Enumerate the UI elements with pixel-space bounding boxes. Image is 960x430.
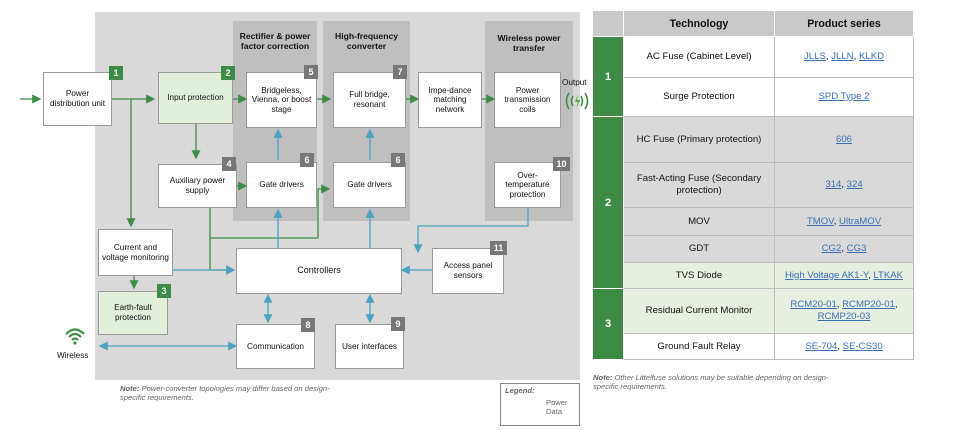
legend-data: Data (546, 407, 563, 416)
block-bridgeless-stage: Bridgeless, Vienna, or boost stage (246, 72, 317, 128)
note-right-prefix: Note: (593, 373, 613, 382)
product-cell: 314, 324 (774, 162, 914, 208)
block-user-interfaces: User interfaces (335, 324, 404, 369)
product-link[interactable]: High Voltage AK1-Y (784, 269, 868, 281)
table-header-product-series: Product series (774, 10, 914, 37)
badge-6a: 6 (300, 153, 314, 167)
product-link[interactable]: SPD Type 2 (818, 91, 870, 102)
block-gate-drivers-1: Gate drivers (246, 162, 317, 208)
block-auxiliary-supply: Auxiliary power supply (158, 164, 237, 208)
badge-11: 11 (490, 241, 507, 255)
product-cell: RCM20-01, RCMP20-01, RCMP20-03 (774, 288, 914, 334)
technology-cell: MOV (623, 207, 775, 236)
product-cell: CG2, CG3 (774, 235, 914, 263)
product-cell: 606 (774, 116, 914, 163)
wireless-emission-icon (565, 92, 589, 110)
badge-9: 9 (391, 317, 405, 331)
table-header-spacer (592, 10, 624, 37)
product-link[interactable]: LTKAK (873, 269, 904, 281)
badge-8: 8 (301, 318, 315, 332)
product-link[interactable]: 324 (846, 179, 863, 190)
badge-3: 3 (157, 284, 171, 298)
group-number: 2 (592, 116, 624, 289)
block-access-panel-sensors: Access panel sensors (432, 248, 504, 294)
badge-5: 5 (304, 65, 318, 79)
product-link[interactable]: SE-CS30 (842, 340, 883, 352)
product-link[interactable]: SE-704 (805, 340, 838, 352)
technology-cell: TVS Diode (623, 262, 775, 289)
product-table: Technology Product series 1 AC Fuse (Cab… (592, 10, 914, 360)
block-power-coils: Power transmission coils (494, 72, 561, 128)
block-full-bridge: Full bridge, resonant (333, 72, 406, 128)
legend-title: Legend: (505, 386, 535, 395)
product-cell: High Voltage AK1-Y, LTKAK (774, 262, 914, 289)
note-left-text: Power-converter topologies may differ ba… (120, 384, 330, 402)
output-label: Output (562, 78, 587, 87)
wireless-label: Wireless (57, 351, 89, 360)
block-power-distribution-unit: Power distribution unit (43, 72, 112, 126)
product-link[interactable]: 314 (825, 179, 842, 190)
group-number: 3 (592, 288, 624, 360)
product-link[interactable]: RCM20-01 (790, 299, 837, 310)
badge-10: 10 (553, 157, 570, 171)
badge-7: 7 (393, 65, 407, 79)
technology-cell: Ground Fault Relay (623, 333, 775, 360)
technology-cell: HC Fuse (Primary protection) (623, 116, 775, 163)
product-link[interactable]: RCMP20-01 (842, 299, 895, 310)
technology-cell: Residual Current Monitor (623, 288, 775, 334)
stage-wpt-title: Wireless power transfer (497, 33, 561, 53)
product-link[interactable]: RCMP20-03 (817, 311, 871, 322)
note-left: Note: Power-converter topologies may dif… (120, 384, 330, 402)
technology-cell: Fast-Acting Fuse (Secondary protection) (623, 162, 775, 208)
product-link[interactable]: 606 (835, 133, 852, 145)
block-input-protection: Input protection (158, 72, 233, 124)
block-earth-fault: Earth-fault protection (98, 291, 168, 335)
stage-rectifier-title: Rectifier & power factor correction (239, 31, 311, 51)
note-right-text: Other Littelfuse solutions may be suitab… (593, 373, 829, 391)
product-link[interactable]: CG2 (821, 243, 842, 254)
badge-6b: 6 (391, 153, 405, 167)
product-link[interactable]: TMOV (806, 215, 834, 227)
group-number: 1 (592, 36, 624, 117)
legend-power: Power (546, 398, 568, 407)
product-link[interactable]: KLKD (858, 51, 885, 62)
product-cell: JLLS, JLLN, KLKD (774, 36, 914, 78)
stage-hf-title: High-frequency converter (334, 31, 399, 51)
product-cell: SPD Type 2 (774, 77, 914, 117)
product-link[interactable]: UltraMOV (839, 215, 882, 227)
product-cell: SE-704, SE-CS30 (774, 333, 914, 360)
table-header-technology: Technology (623, 10, 775, 37)
product-link[interactable]: JLLS (803, 51, 826, 62)
block-over-temperature: Over-temperature protection (494, 162, 561, 208)
note-left-prefix: Note: (120, 384, 140, 393)
product-link[interactable]: CG3 (846, 243, 867, 254)
block-current-voltage-monitoring: Current and voltage monitoring (98, 229, 173, 276)
product-link[interactable]: JLLN (831, 51, 854, 62)
wifi-icon (65, 328, 85, 345)
badge-4: 4 (222, 157, 236, 171)
technology-cell: AC Fuse (Cabinet Level) (623, 36, 775, 78)
block-controllers: Controllers (236, 248, 402, 294)
badge-2: 2 (221, 66, 235, 80)
note-right: Note: Other Littelfuse solutions may be … (593, 373, 853, 391)
block-impedance-matching: Impe-dance matching network (418, 72, 482, 128)
legend (500, 383, 580, 426)
badge-1: 1 (109, 66, 123, 80)
product-cell: TMOV, UltraMOV (774, 207, 914, 236)
technology-cell: GDT (623, 235, 775, 263)
block-gate-drivers-2: Gate drivers (333, 162, 406, 208)
technology-cell: Surge Protection (623, 77, 775, 117)
